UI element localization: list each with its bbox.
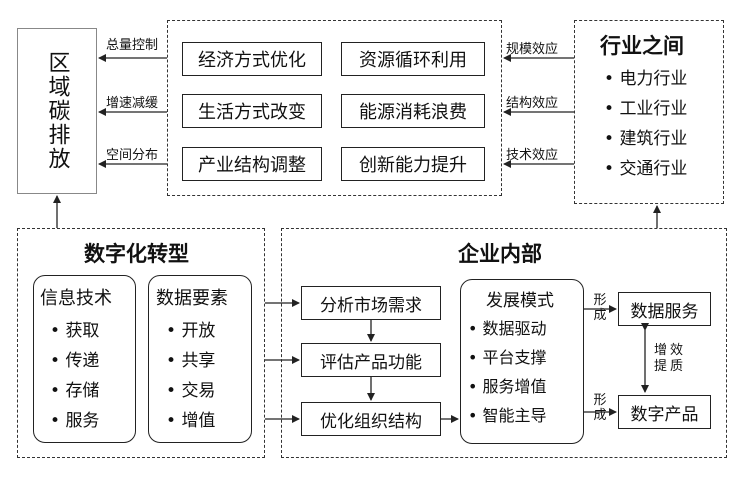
- digital-transformation-title: 数字化转型: [84, 242, 189, 266]
- industry-list: 电力行业 工业行业 建筑行业 交通行业: [604, 64, 687, 184]
- info-tech-item: 传递: [50, 346, 99, 376]
- factor-economic-optimization: 经济方式优化: [182, 42, 322, 76]
- output-digital-product: 数字产品: [618, 395, 711, 429]
- info-tech-item: 服务: [50, 406, 99, 436]
- development-model-list: 数据驱动 平台支撑 服务增值 智能主导: [468, 314, 547, 430]
- development-model-title: 发展模式: [486, 291, 554, 311]
- label-spatial-distribution: 空间分布: [106, 148, 159, 163]
- industry-box: [574, 20, 724, 204]
- enterprise-title: 企业内部: [458, 242, 542, 266]
- factor-lifestyle-change: 生活方式改变: [182, 94, 322, 128]
- label-scale-effect: 规模效应: [506, 42, 559, 57]
- factor-resource-recycling: 资源循环利用: [341, 42, 485, 76]
- data-elements-title: 数据要素: [156, 288, 228, 309]
- step-optimize-structure: 优化组织结构: [301, 402, 441, 436]
- industry-item: 电力行业: [604, 64, 687, 94]
- industry-item: 工业行业: [604, 94, 687, 124]
- label-growth-slowdown: 增速减缓: [106, 96, 159, 111]
- step-evaluate-product: 评估产品功能: [301, 343, 441, 377]
- data-elements-item: 交易: [166, 376, 215, 406]
- data-elements-item: 开放: [166, 316, 215, 346]
- digital-transformation-box: [17, 228, 265, 458]
- info-tech-item: 获取: [50, 316, 99, 346]
- improve-label-right: 效质: [670, 343, 684, 374]
- label-technology-effect: 技术效应: [506, 148, 559, 163]
- industry-title: 行业之间: [600, 34, 684, 58]
- industry-item: 建筑行业: [604, 124, 687, 154]
- factor-innovation-capacity: 创新能力提升: [341, 147, 485, 181]
- industry-item: 交通行业: [604, 154, 687, 184]
- info-tech-list: 获取 传递 存储 服务: [50, 316, 99, 436]
- data-elements-item: 共享: [166, 346, 215, 376]
- info-tech-title: 信息技术: [40, 288, 112, 309]
- development-model-item: 平台支撑: [468, 343, 547, 372]
- development-model-item: 智能主导: [468, 401, 547, 430]
- step-analyze-market: 分析市场需求: [301, 286, 441, 320]
- info-tech-item: 存储: [50, 376, 99, 406]
- data-elements-list: 开放 共享 交易 增值: [166, 316, 215, 436]
- factor-industrial-structure: 产业结构调整: [182, 147, 322, 181]
- label-total-control: 总量控制: [106, 38, 159, 53]
- output-data-service: 数据服务: [618, 292, 711, 326]
- enterprise-box: [281, 228, 727, 458]
- center-factors-container: [167, 20, 502, 196]
- development-model-item: 服务增值: [468, 372, 547, 401]
- data-elements-item: 增值: [166, 406, 215, 436]
- improve-label-left: 增提: [654, 343, 668, 374]
- label-structure-effect: 结构效应: [506, 96, 559, 111]
- form-label-top: 形成: [593, 293, 607, 323]
- development-model-item: 数据驱动: [468, 314, 547, 343]
- region-emission-box: 区域碳排放: [17, 28, 97, 194]
- factor-energy-waste: 能源消耗浪费: [341, 94, 485, 128]
- region-emission-label: 区域碳排放: [44, 51, 70, 171]
